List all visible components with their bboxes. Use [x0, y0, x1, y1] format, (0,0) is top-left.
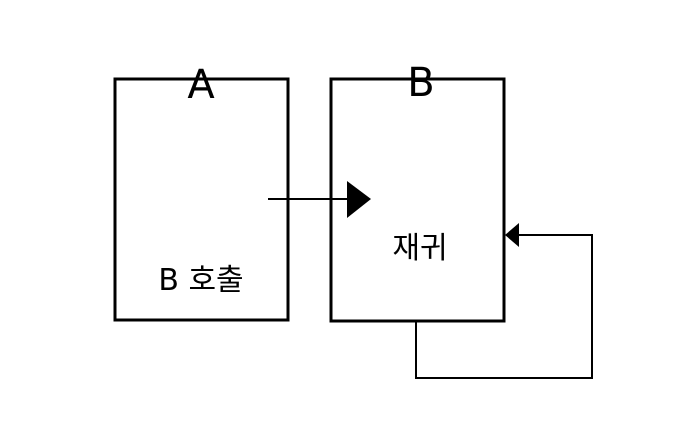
- box-b: B 재귀: [329, 60, 506, 323]
- box-a: A B 호출: [113, 62, 290, 322]
- call-arrow-head-icon: [347, 181, 371, 218]
- box-a-title: A: [187, 62, 215, 108]
- box-a-frame: [113, 77, 290, 322]
- box-b-title: B: [407, 60, 434, 106]
- recursion-arrow-line: [415, 234, 593, 379]
- call-arrow: [268, 181, 371, 218]
- recursion-arrow-head-icon: [505, 223, 519, 247]
- box-a-body: B 호출: [158, 263, 243, 298]
- box-b-body: 재귀: [392, 231, 447, 266]
- recursion-arrow: [415, 223, 593, 379]
